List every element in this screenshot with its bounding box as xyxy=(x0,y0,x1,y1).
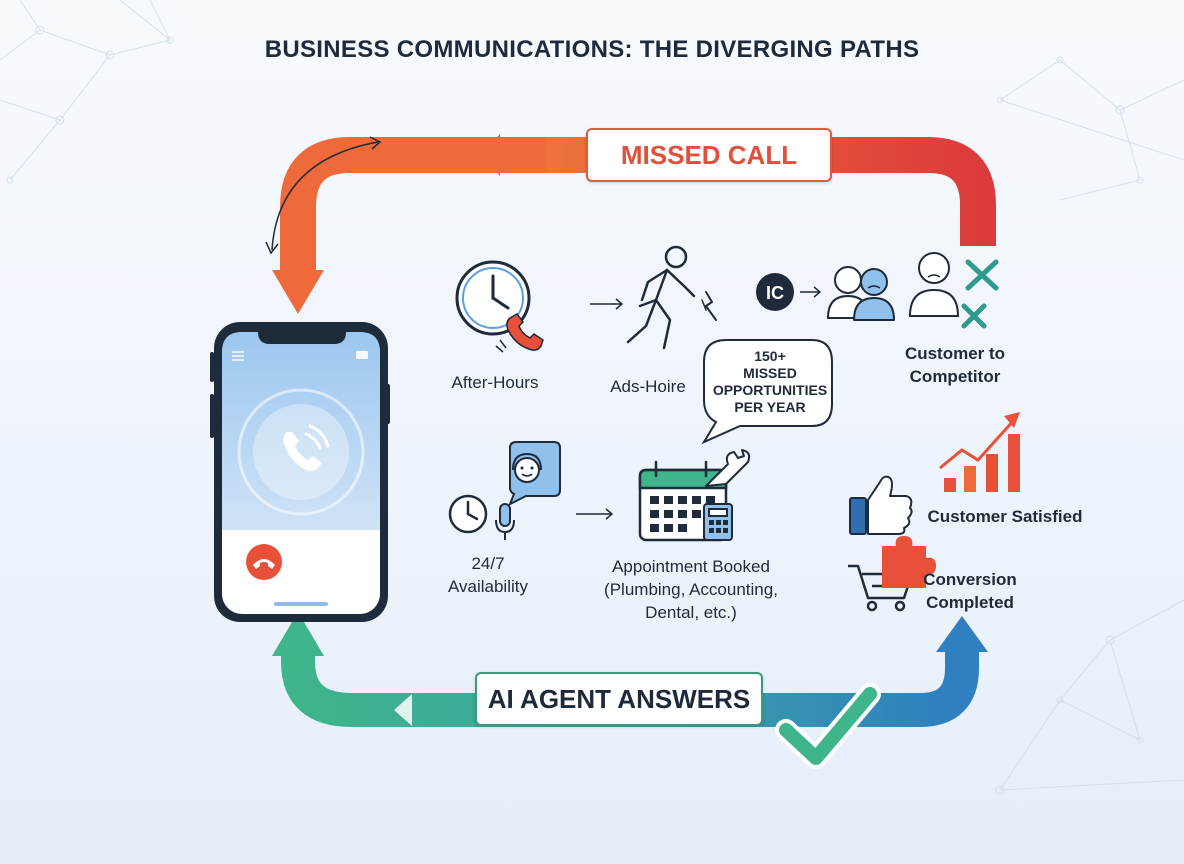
bubble-line-3: OPPORTUNITIES xyxy=(712,382,828,398)
missed-call-text: MISSED CALL xyxy=(620,139,798,170)
flow-arrows xyxy=(576,286,822,520)
missed-opportunities-bubble xyxy=(701,339,833,445)
conversion-completed-label: Conversion Completed xyxy=(910,568,1030,614)
customer-satisfied-label: Customer Satisfied xyxy=(927,507,1083,526)
bubble-line-4: PER YEAR xyxy=(734,399,806,415)
conversion-line-2: Completed xyxy=(926,593,1014,612)
calculator-icon xyxy=(703,503,733,541)
availability-line-1: 24/7 xyxy=(471,554,505,573)
ads-hoire-label: Ads-Hoire xyxy=(610,377,686,396)
availability-line-2: Availability xyxy=(447,577,528,596)
growth-bar-chart-icon xyxy=(939,412,1020,492)
customer-to-competitor-line-2: Competitor xyxy=(909,367,1001,386)
x-mark-icon xyxy=(961,259,999,329)
after-hours-label: After-Hours xyxy=(451,373,539,392)
lost-customer-icon xyxy=(908,252,960,317)
smartphone xyxy=(210,322,390,622)
page-title: BUSINESS COMMUNICATIONS: THE DIVERGING P… xyxy=(264,36,920,63)
appointment-line-3: Dental, etc.) xyxy=(645,603,737,622)
appointment-line-2: (Plumbing, Accounting, xyxy=(604,580,778,599)
missed-call-label: MISSED CALL xyxy=(586,128,832,182)
microphone-icon xyxy=(495,503,515,540)
ic-badge-text: IC xyxy=(766,283,784,303)
bubble-line-1: 150+ xyxy=(754,348,786,364)
hang-up-button xyxy=(246,544,282,580)
walking-person-icon xyxy=(626,245,717,350)
appointment-line-1: Appointment Booked xyxy=(612,557,770,576)
missed-opportunities-text: 150+ MISSED OPPORTUNITIES PER YEAR xyxy=(712,348,828,416)
bubble-line-2: MISSED xyxy=(743,365,797,381)
support-agent-icon xyxy=(508,441,561,507)
ic-badge: IC xyxy=(756,273,794,311)
ai-agent-answers-text: AI AGENT ANSWERS xyxy=(487,683,751,714)
thumbs-up-icon xyxy=(849,475,913,535)
customers-icon xyxy=(827,266,895,321)
ai-agent-path-arrow xyxy=(272,612,988,727)
customer-to-competitor-label: Customer to Competitor xyxy=(880,342,1030,388)
puzzle-piece-icon xyxy=(882,536,936,588)
customer-to-competitor-line-1: Customer to xyxy=(904,344,1006,363)
phone-call-icon xyxy=(283,424,330,472)
calendar-grid xyxy=(650,496,715,532)
small-clock-icon xyxy=(448,494,488,534)
missed-call-path-arrow xyxy=(272,134,996,314)
availability-label: 24/7 Availability xyxy=(418,552,558,598)
clock-phone-icon xyxy=(455,260,544,353)
ai-agent-answers-label: AI AGENT ANSWERS xyxy=(475,672,763,726)
refresh-arc-icon xyxy=(265,136,382,255)
conversion-line-1: Conversion xyxy=(923,570,1017,589)
background-network xyxy=(0,0,1184,795)
appointment-booked-label: Appointment Booked (Plumbing, Accounting… xyxy=(586,555,796,624)
wrench-icon xyxy=(705,449,751,487)
checkmark-icon xyxy=(775,683,881,769)
